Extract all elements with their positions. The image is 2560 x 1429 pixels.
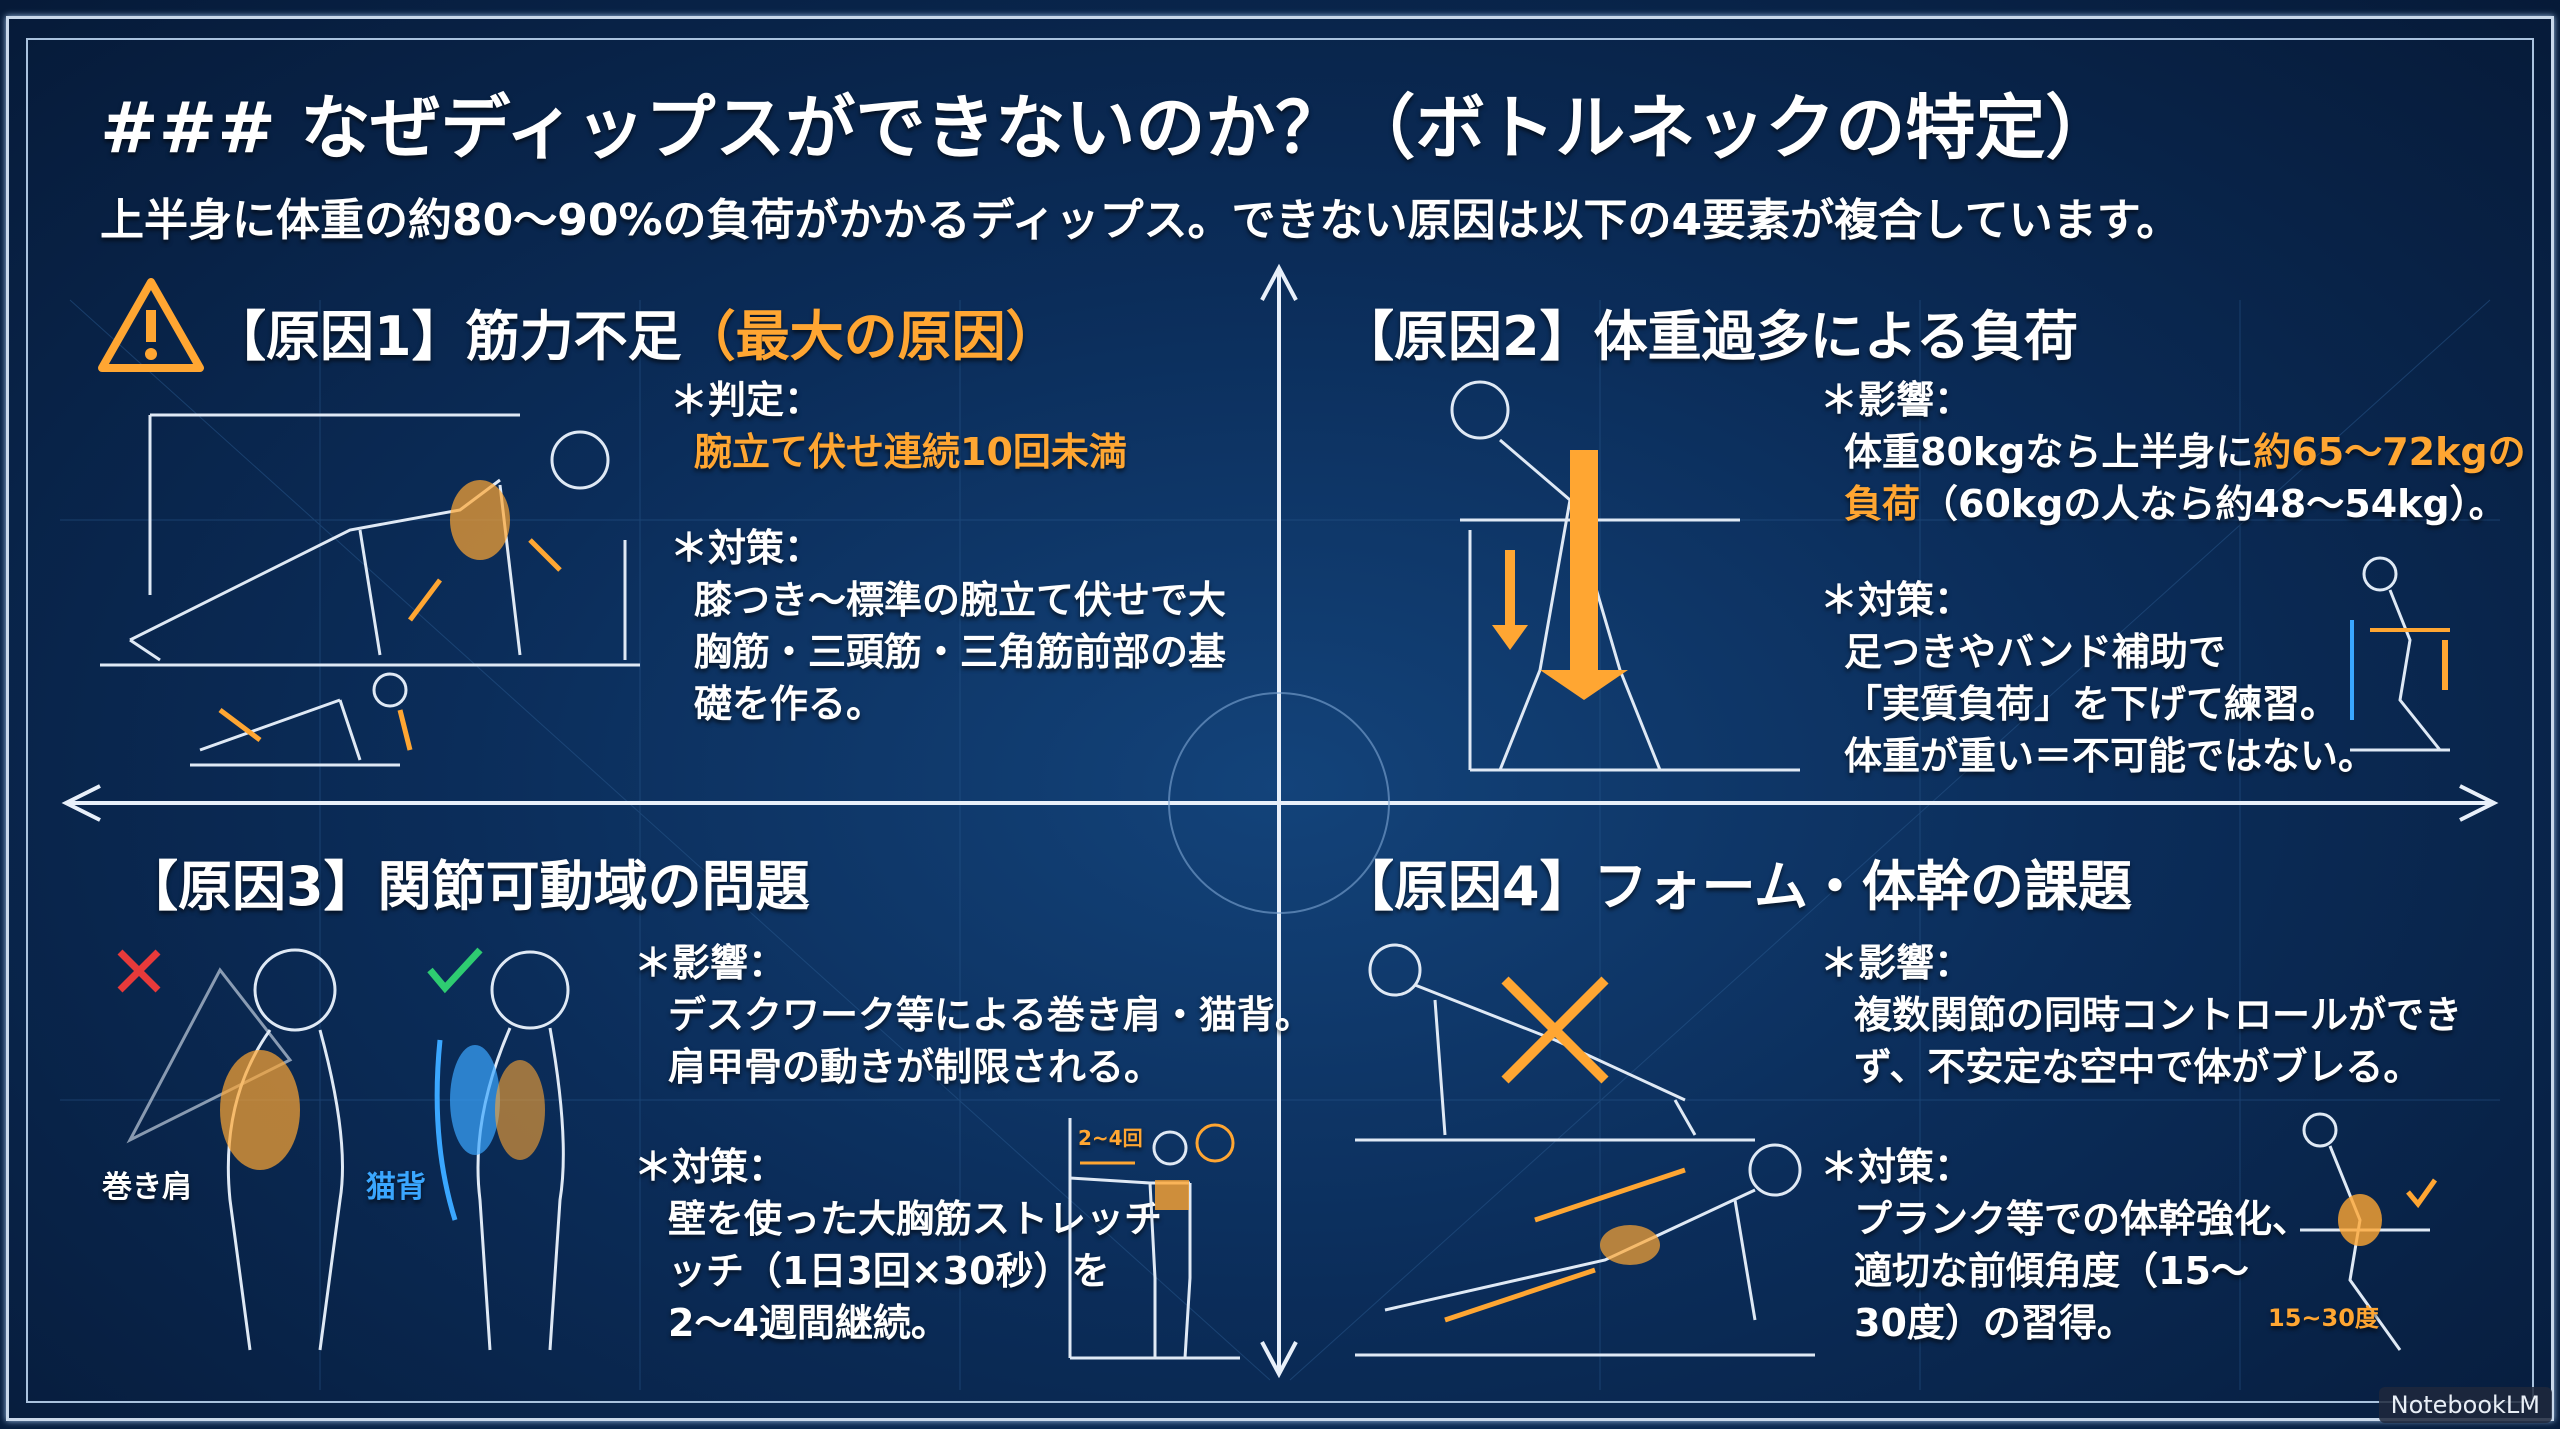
cause1-heading: 【原因1】筋力不足（最大の原因） (212, 305, 1060, 368)
clock-icon (1195, 1123, 1235, 1163)
rounded-shoulder-label: 巻き肩 (102, 1170, 192, 1205)
cause3-heading: 【原因3】関節可動域の問題 (124, 855, 810, 918)
cause2-heading: 【原因2】体重過多による負荷 (1340, 305, 2078, 368)
assisted-dip-figure (2350, 556, 2450, 752)
notebooklm-badge: NotebookLM (2378, 1387, 2552, 1423)
axes (61, 263, 2499, 1379)
lean-angle-figure (2300, 1112, 2438, 1351)
check-icon (427, 947, 483, 994)
cause4-heading: 【原因4】フォーム・体幹の課題 (1340, 855, 2132, 918)
reps-label: 2~4回 (1078, 1126, 1143, 1150)
posture-figures (117, 947, 570, 1351)
angle-label: 15~30度 (2268, 1304, 2379, 1332)
cause4-text: ＊影響： 複数関節の同時コントロールができ ず、不安定な空中で体がブレる。 ＊対… (1820, 941, 2463, 1345)
inner-frame (26, 38, 2534, 1403)
cause2-text: ＊影響： 体重80kgなら上半身に約65〜72kgの 負荷（60kgの人なら約4… (1820, 378, 2526, 778)
cause1-text: ＊判定： 腕立て伏せ連続10回未満 ＊対策： 膝つき〜標準の腕立て伏せで大 胸筋… (670, 378, 1227, 726)
outer-frame (6, 16, 2554, 1421)
cross-icon (117, 949, 161, 993)
check-icon (2406, 1178, 2438, 1209)
page-title: ### なぜディップスができないのか？（ボトルネックの特定） (100, 87, 2116, 169)
wall-stretch-figure (1068, 1118, 1240, 1360)
pushup-figure (100, 413, 640, 767)
warning-icon (98, 278, 204, 372)
dips-weight-figure (1450, 380, 1800, 772)
plank-figures (1355, 943, 1815, 1357)
hunchback-label: 猫背 (366, 1170, 426, 1205)
page-subtitle: 上半身に体重の約80〜90%の負荷がかかるディップス。できない原因は以下の4要素… (100, 195, 2181, 246)
cause3-text: ＊影響： デスクワーク等による巻き肩・猫背。 肩甲骨の動きが制限される。 ＊対策… (634, 941, 1313, 1345)
